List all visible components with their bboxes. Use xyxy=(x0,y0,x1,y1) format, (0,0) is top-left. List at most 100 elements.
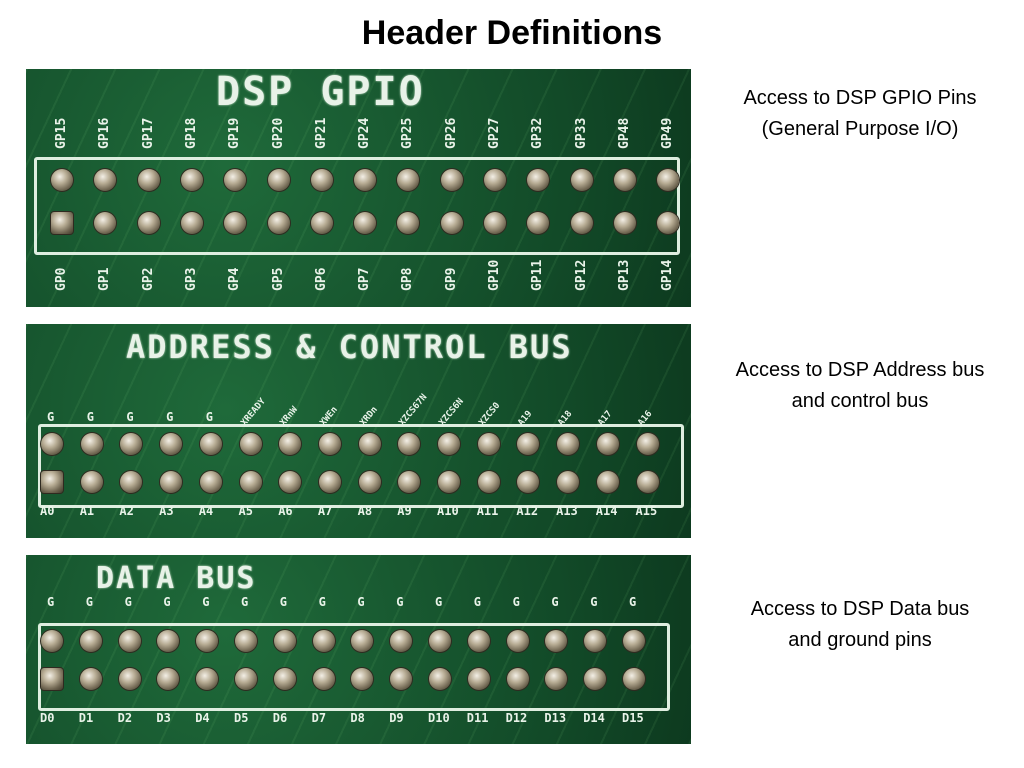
addr-pin-bottom-14 xyxy=(596,471,619,493)
addr-pin-bottom-6 xyxy=(279,471,302,493)
gpio-pin-top-8 xyxy=(397,169,420,191)
gpio-top-pin-label: GP27 xyxy=(487,117,502,149)
gpio-pin-top-12 xyxy=(570,169,593,191)
gpio-bottom-pin-label: GP4 xyxy=(227,267,243,291)
gpio-pin-bottom-6 xyxy=(310,212,333,234)
addr-top-pin-label: G xyxy=(47,410,55,424)
data-bottom-pin-label: D2 xyxy=(117,711,133,725)
addr-pin-bottom-13 xyxy=(557,471,580,493)
gpio-pin-top-13 xyxy=(613,169,636,191)
addr-pin-top-9 xyxy=(398,433,421,455)
gpio-top-pin-label: GP18 xyxy=(183,117,199,149)
gpio-top-pin-label: GP21 xyxy=(313,117,329,149)
data-pin-top-8 xyxy=(351,630,374,652)
data-top-pin-label: G xyxy=(241,595,249,609)
data-pin-bottom-8 xyxy=(351,668,374,690)
data-top-pin-label: G xyxy=(279,595,288,609)
addr-pin-top-13 xyxy=(557,433,580,455)
data-pin-top-10 xyxy=(429,630,451,652)
data-pin-top-15 xyxy=(623,630,645,652)
addr-bottom-pin-label: A7 xyxy=(317,504,333,518)
addr-top-pin-label: G xyxy=(205,410,214,424)
gpio-top-pin-label: GP16 xyxy=(97,117,113,149)
data-bottom-pin-label: D5 xyxy=(234,711,249,725)
addr-pin-bottom-10 xyxy=(438,471,460,493)
addr-pin-bottom-4 xyxy=(199,471,222,493)
data-bottom-pin-label: D3 xyxy=(156,711,171,725)
data-pin-bottom-14 xyxy=(584,668,607,690)
gpio-pin-bottom-9 xyxy=(440,212,463,234)
gpio-top-pin-label: GP26 xyxy=(443,117,459,149)
data-pin-bottom-2 xyxy=(118,668,141,690)
addr-pin-top-7 xyxy=(318,433,341,455)
data-pin-top-13 xyxy=(545,630,568,652)
gpio-top-pin-label: GP15 xyxy=(54,117,69,149)
addr-bottom-pin-label: A1 xyxy=(79,504,95,518)
address-description: Access to DSP Address bus and control bu… xyxy=(700,355,1020,417)
addr-bottom-pin-label: A9 xyxy=(397,504,412,518)
gpio-pin-bottom-1 xyxy=(94,212,117,234)
address-board-title: ADDRESS & CONTROL BUS xyxy=(126,328,573,366)
gpio-bottom-pin-label: GP8 xyxy=(400,267,416,291)
data-pin-top-7 xyxy=(312,630,335,652)
gpio-pin-top-9 xyxy=(440,169,463,191)
data-top-pin-label: G xyxy=(85,595,94,609)
data-pin-bottom-11 xyxy=(467,668,490,690)
data-top-pin-label: G xyxy=(551,595,559,609)
data-bottom-pin-label: D10 xyxy=(428,711,450,725)
gpio-top-pin-label: GP32 xyxy=(530,117,546,149)
data-board-title: DATA BUS xyxy=(96,561,257,596)
gpio-pin-bottom-14 xyxy=(657,212,680,234)
gpio-bottom-pin-label: GP1 xyxy=(97,267,113,291)
data-bottom-pin-label: D14 xyxy=(583,711,605,725)
gpio-pin-top-7 xyxy=(354,169,377,191)
data-top-pin-label: G xyxy=(318,595,326,609)
gpio-pin-top-6 xyxy=(310,169,333,191)
gpio-top-pin-label: GP24 xyxy=(357,117,373,149)
addr-top-pin-label: XZCS67N xyxy=(397,392,430,428)
addr-pin-bottom-7 xyxy=(318,471,341,493)
addr-pin-top-1 xyxy=(80,433,103,455)
data-pin-bottom-1 xyxy=(79,668,102,690)
data-pin-top-11 xyxy=(467,630,490,652)
data-description-line2: and ground pins xyxy=(788,629,932,651)
addr-pin-top-12 xyxy=(517,433,540,455)
gpio-pin-bottom-3 xyxy=(180,212,203,234)
addr-pin-bottom-3 xyxy=(160,471,183,493)
gpio-description: Access to DSP GPIO Pins (General Purpose… xyxy=(700,83,1020,145)
addr-pin-bottom-2 xyxy=(120,471,143,493)
data-bottom-pin-label: D0 xyxy=(40,711,55,725)
data-bottom-pin-label: D15 xyxy=(622,711,644,725)
gpio-top-pin-label: GP20 xyxy=(270,117,286,149)
addr-pin-bottom-0 xyxy=(41,471,63,493)
data-top-pin-label: G xyxy=(435,595,443,609)
data-top-pin-label: G xyxy=(590,595,598,609)
gpio-pin-top-14 xyxy=(657,169,680,191)
data-pin-bottom-6 xyxy=(273,668,296,690)
addr-bottom-pin-label: A10 xyxy=(437,504,459,518)
addr-pin-top-3 xyxy=(160,433,183,455)
addr-pin-top-10 xyxy=(438,433,460,455)
addr-pin-top-15 xyxy=(636,433,659,455)
addr-pin-top-4 xyxy=(199,433,222,455)
addr-bottom-pin-label: A12 xyxy=(516,504,539,518)
gpio-pin-top-10 xyxy=(484,169,506,191)
data-bottom-pin-label: D11 xyxy=(466,711,489,725)
addr-pin-bottom-15 xyxy=(636,471,659,493)
gpio-description-line2: (General Purpose I/O) xyxy=(761,118,959,140)
gpio-bottom-pin-label: GP13 xyxy=(616,259,632,291)
address-description-line1: Access to DSP Address bus xyxy=(735,359,985,381)
gpio-top-pin-label: GP48 xyxy=(616,117,632,149)
addr-pin-top-8 xyxy=(358,433,381,455)
addr-bottom-pin-label: A5 xyxy=(238,504,253,518)
addr-pin-bottom-1 xyxy=(80,471,103,493)
data-pin-top-12 xyxy=(506,630,529,652)
gpio-bottom-pin-label: GP3 xyxy=(183,267,199,291)
data-top-pin-label: G xyxy=(629,595,637,609)
gpio-bottom-pin-label: GP6 xyxy=(313,267,329,291)
gpio-pin-bottom-8 xyxy=(397,212,420,234)
addr-top-pin-label: G xyxy=(86,410,94,424)
addr-pin-bottom-9 xyxy=(398,471,421,493)
gpio-bottom-pin-label: GP11 xyxy=(530,259,546,291)
data-bottom-pin-label: D1 xyxy=(78,711,94,725)
